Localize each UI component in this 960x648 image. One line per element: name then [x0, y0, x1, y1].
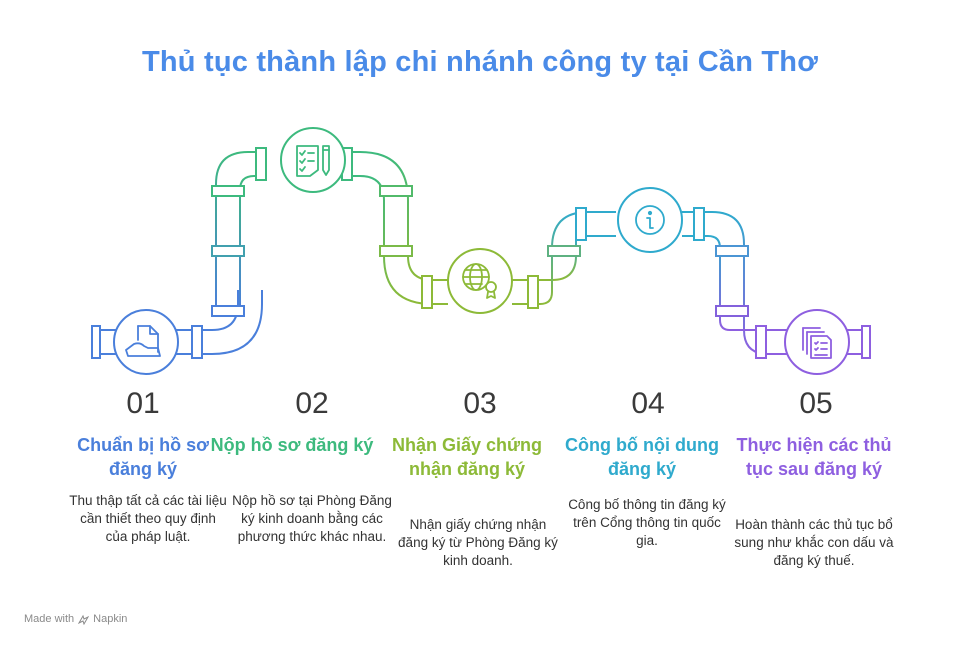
step-2-node	[280, 127, 346, 193]
step-1-description: Thu thập tất cả các tài liệu cần thiết t…	[69, 493, 227, 544]
step-5-number: 05	[799, 387, 833, 420]
page-title: Thủ tục thành lập chi nhánh công ty tại …	[141, 46, 819, 78]
step-3-heading: Nhận Giấy chứng nhận đăng ký	[391, 435, 543, 479]
step-5-description: Hoàn thành các thủ tục bổ sung như khắc …	[734, 517, 894, 568]
step-1-number: 01	[126, 387, 160, 420]
brand-label: Napkin	[93, 613, 128, 625]
step-3-number: 03	[463, 387, 497, 420]
document-hand-icon	[125, 325, 161, 357]
made-with-label: Made with	[24, 613, 75, 625]
napkin-logo-icon	[78, 614, 90, 625]
pipe-segment-1	[91, 290, 263, 359]
info-icon	[635, 205, 665, 235]
step-4-description: Công bố thông tin đăng ký trên Cổng thôn…	[568, 497, 726, 548]
step-3-node	[447, 248, 513, 314]
step-1-node	[113, 309, 179, 375]
step-2-heading: Nộp hồ sơ đăng ký	[210, 435, 374, 455]
step-3-description: Nhận giấy chứng nhận đăng ký từ Phòng Đă…	[398, 517, 558, 568]
footer: Made with Napkin	[24, 613, 127, 625]
documents-list-icon	[802, 327, 832, 359]
step-5-heading: Thực hiện các thủ tục sau đăng ký	[736, 435, 892, 479]
step-4-number: 04	[631, 387, 665, 420]
step-2-number: 02	[295, 387, 329, 420]
step-1-heading: Chuẩn bị hồ sơ đăng ký	[77, 435, 209, 479]
step-4-heading: Công bố nội dung đăng ký	[565, 435, 719, 479]
globe-certificate-icon	[462, 263, 497, 299]
checklist-pen-icon	[296, 145, 330, 177]
step-2-description: Nộp hồ sơ tại Phòng Đăng ký kinh doanh b…	[232, 493, 392, 544]
